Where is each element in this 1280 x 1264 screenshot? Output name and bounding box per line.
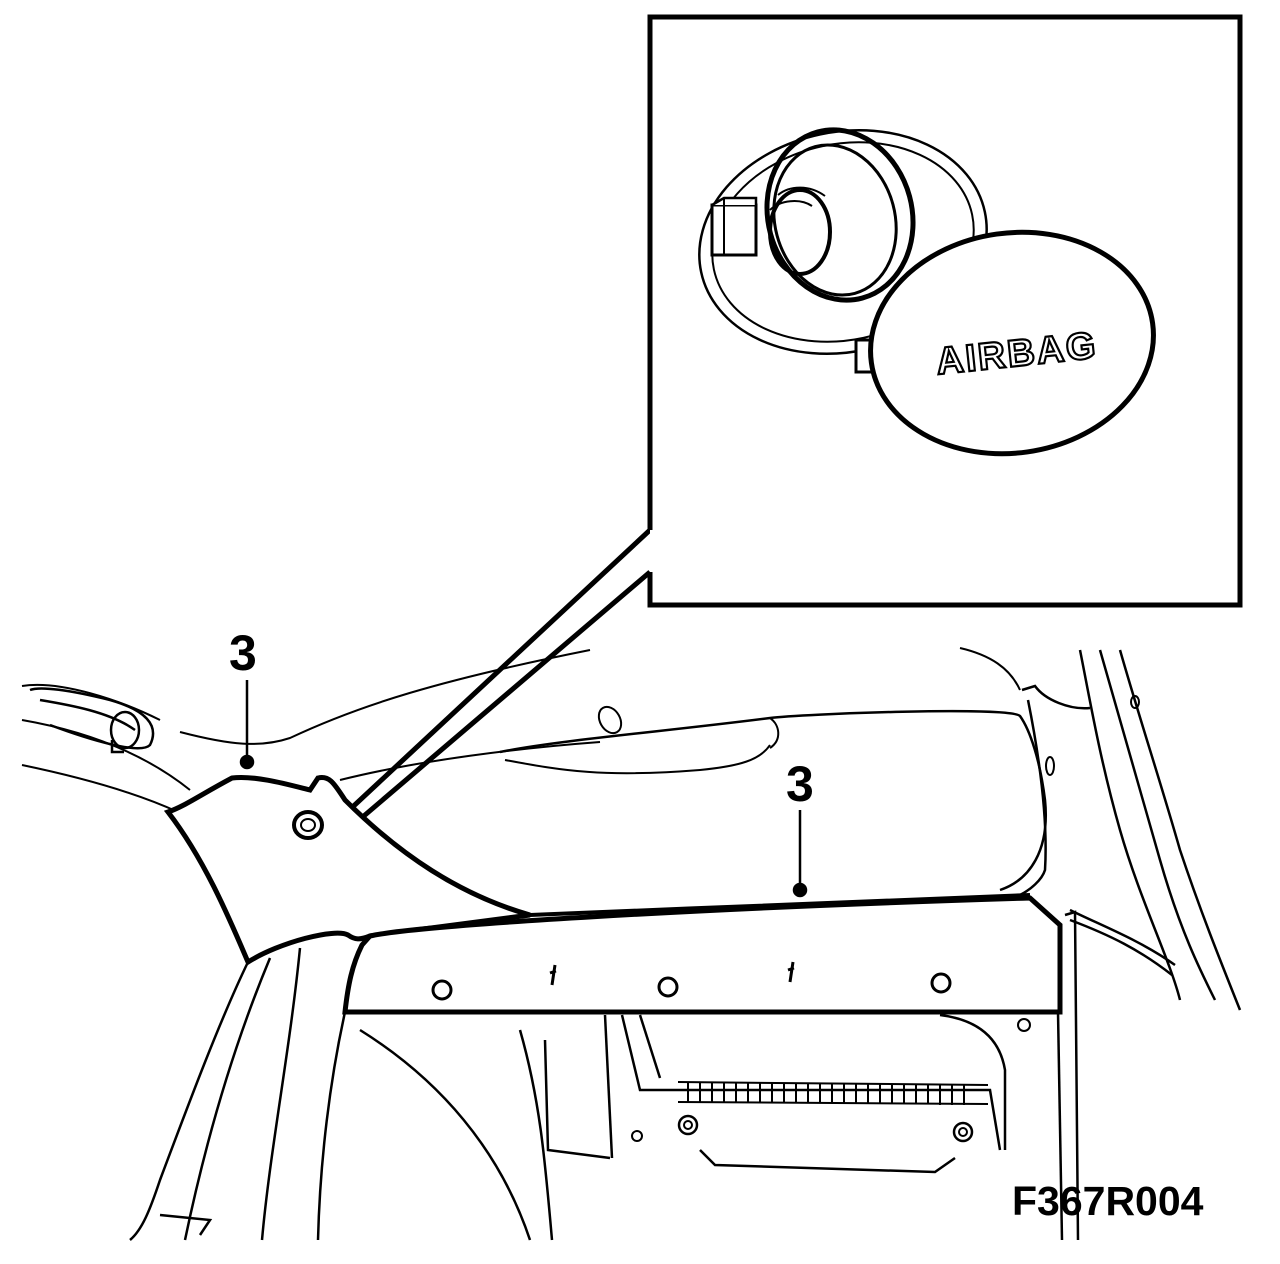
sill-trim-top-edge [529, 893, 1031, 917]
cargo-floor [518, 1013, 1031, 1241]
interior-view [21, 647, 1242, 1241]
figure-code: F367R004 [1012, 1178, 1204, 1224]
callout-leaders [239, 680, 808, 898]
callout-number-3-sill-trim: 3 [786, 756, 814, 812]
trim-clips [431, 961, 952, 1001]
lower-left-body [129, 947, 532, 1241]
door-pillar [1019, 649, 1242, 1241]
detail-inset: AIRBAG [328, 14, 1243, 840]
connector-block [710, 196, 758, 257]
wiring-harness [631, 1081, 989, 1143]
callout-number-3-pillar-trim: 3 [229, 625, 257, 681]
leader-line [328, 528, 652, 840]
pillar-trim-left [163, 774, 531, 966]
headliner-lines [21, 647, 1021, 813]
upper-trim-panel [499, 709, 1048, 892]
airbag-cover: AIRBAG [854, 229, 1156, 457]
sill-trim-panel [342, 895, 1063, 1015]
airbag-opening [764, 127, 916, 303]
grab-handle [29, 687, 155, 754]
